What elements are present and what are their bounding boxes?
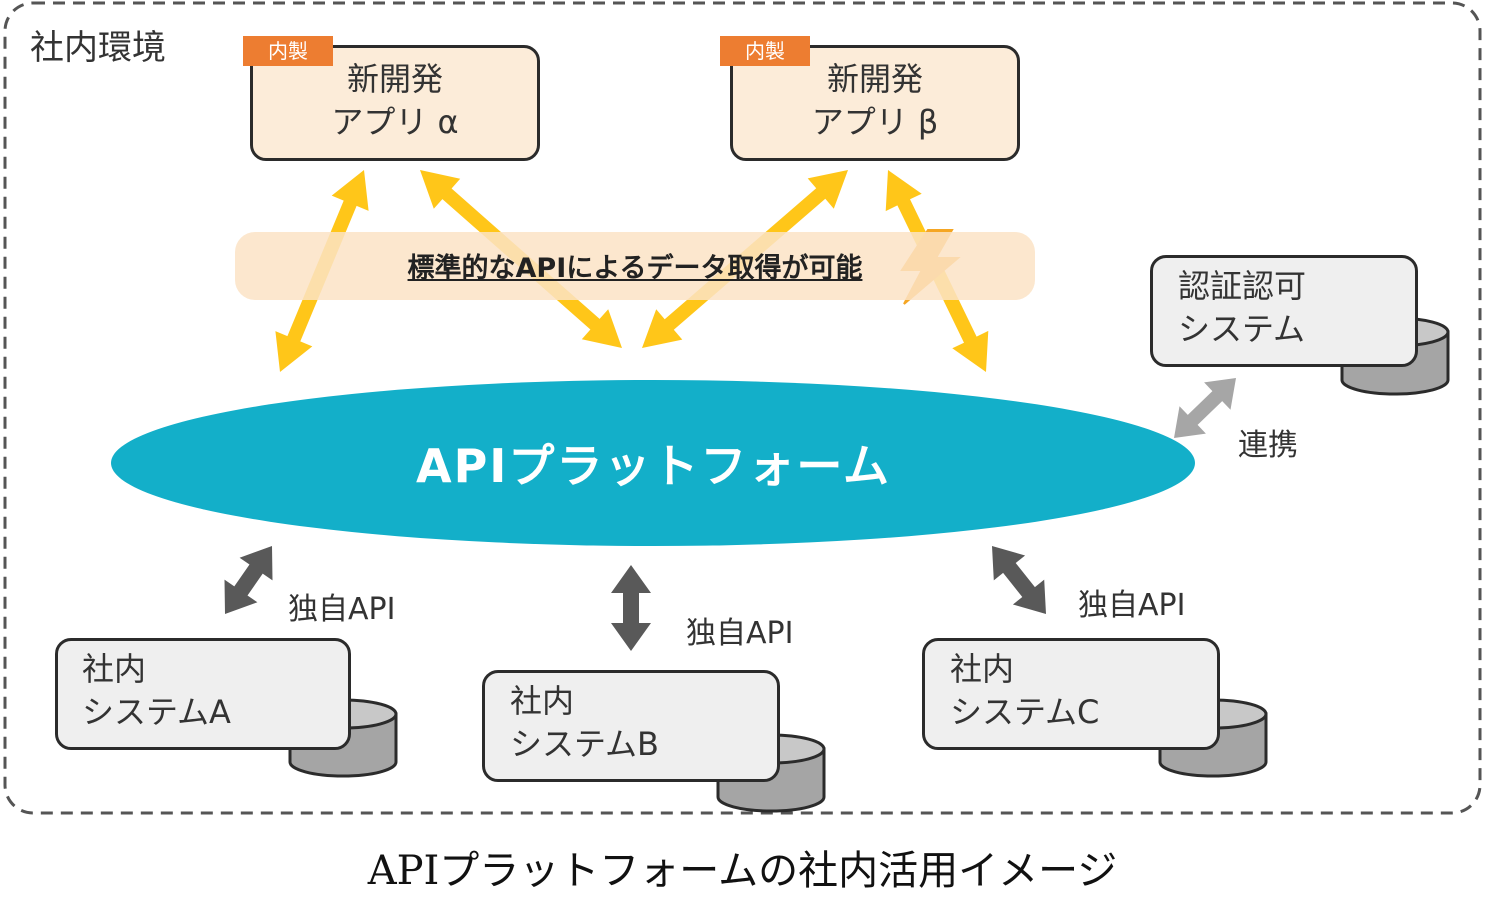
system-b-box xyxy=(482,670,780,782)
system-c-title: 社内 システムC xyxy=(950,648,1099,734)
diagram-caption: APIプラットフォームの社内活用イメージ xyxy=(367,848,1118,894)
system-a-title: 社内 システムA xyxy=(82,648,231,734)
system-a-line2: システムA xyxy=(82,693,231,731)
api-platform-label: APIプラットフォーム xyxy=(415,439,892,493)
environment-frame xyxy=(3,1,1482,815)
app-alpha-line1: 新開発 xyxy=(346,60,443,98)
system-arrows xyxy=(224,546,1046,651)
auth-link-arrow xyxy=(1174,378,1236,438)
auth-system-box xyxy=(1150,255,1418,367)
system-c-line2: システムC xyxy=(950,693,1100,731)
app-beta-tag: 内製 xyxy=(720,36,810,66)
system-b-line1: 社内 xyxy=(510,682,575,720)
system-c-line1: 社内 xyxy=(950,650,1015,688)
system-a-box xyxy=(55,638,351,750)
auth-system-title: 認証認可 システム xyxy=(1178,265,1306,351)
app-alpha-title: 新開発 アプリ α xyxy=(250,58,540,144)
system-a-arrow xyxy=(224,546,273,614)
system-a-api-label: 独自API xyxy=(288,592,396,627)
system-c-arrow xyxy=(992,546,1046,614)
app-alpha-tag: 内製 xyxy=(243,36,333,66)
system-b-arrow xyxy=(611,565,651,651)
system-c-api-label: 独自API xyxy=(1078,588,1186,623)
app-beta-line2: アプリ β xyxy=(811,103,939,141)
environment-label: 社内環境 xyxy=(30,28,166,68)
app-beta-title: 新開発 アプリ β xyxy=(730,58,1020,144)
system-a-line1: 社内 xyxy=(82,650,147,688)
banner-background xyxy=(235,232,1035,300)
system-b-line2: システムB xyxy=(510,725,659,763)
auth-system-line1: 認証認可 xyxy=(1178,267,1307,305)
system-c-box xyxy=(922,638,1220,750)
system-b-api-label: 独自API xyxy=(686,616,794,651)
banner-text: 標準的なAPIによるデータ取得が可能 xyxy=(407,253,863,284)
link-arrows xyxy=(1174,378,1236,438)
system-b-title: 社内 システムB xyxy=(510,680,659,766)
api-platform-ellipse xyxy=(111,380,1195,546)
app-beta-line1: 新開発 xyxy=(826,60,923,98)
auth-link-label: 連携 xyxy=(1238,428,1298,463)
app-alpha-line2: アプリ α xyxy=(331,103,459,141)
auth-system-line2: システム xyxy=(1178,310,1306,348)
